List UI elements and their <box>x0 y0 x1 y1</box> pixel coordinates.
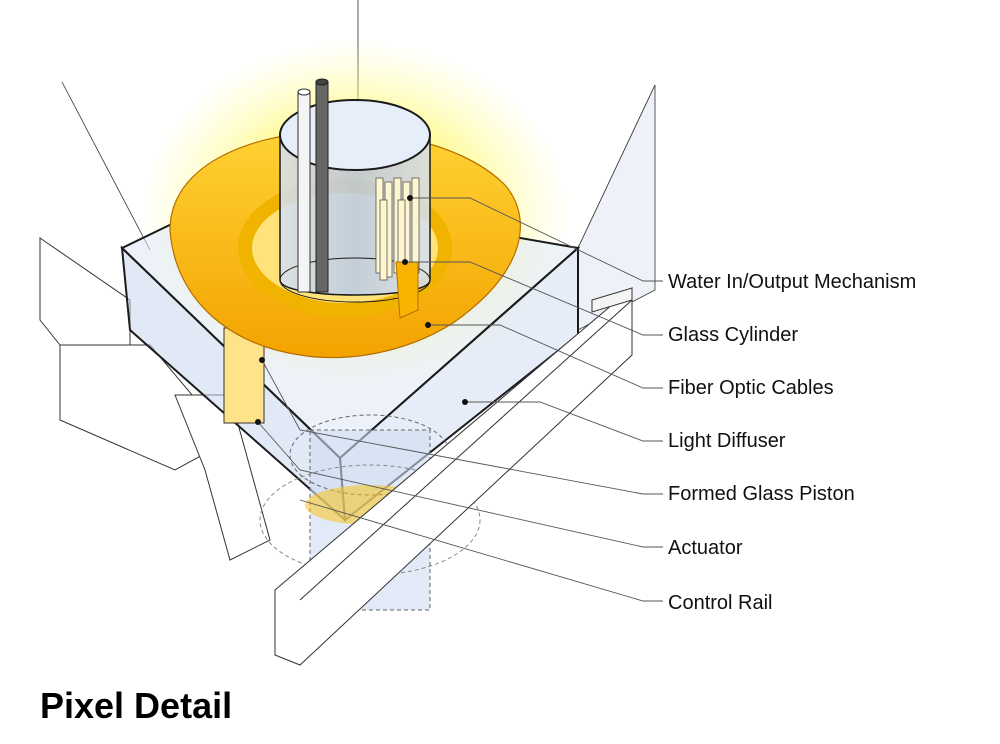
fiber-optic-cables <box>375 177 420 281</box>
leader-dots <box>255 195 468 425</box>
label-actuator: Actuator <box>668 537 743 559</box>
label-fiber-optic-cables: Fiber Optic Cables <box>668 377 834 399</box>
page-title: Pixel Detail <box>40 685 233 726</box>
diffuser-tab <box>395 261 419 319</box>
water-tubes <box>297 78 329 293</box>
control-rail <box>274 286 633 666</box>
leader-lines <box>257 197 663 602</box>
label-formed-glass-piston: Formed Glass Piston <box>668 483 855 505</box>
label-water-mechanism: Water In/Output Mechanism <box>668 271 917 293</box>
label-glass-cylinder: Glass Cylinder <box>668 324 799 346</box>
left-rail <box>39 237 271 561</box>
label-control-rail: Control Rail <box>668 592 773 614</box>
label-light-diffuser: Light Diffuser <box>668 430 786 452</box>
